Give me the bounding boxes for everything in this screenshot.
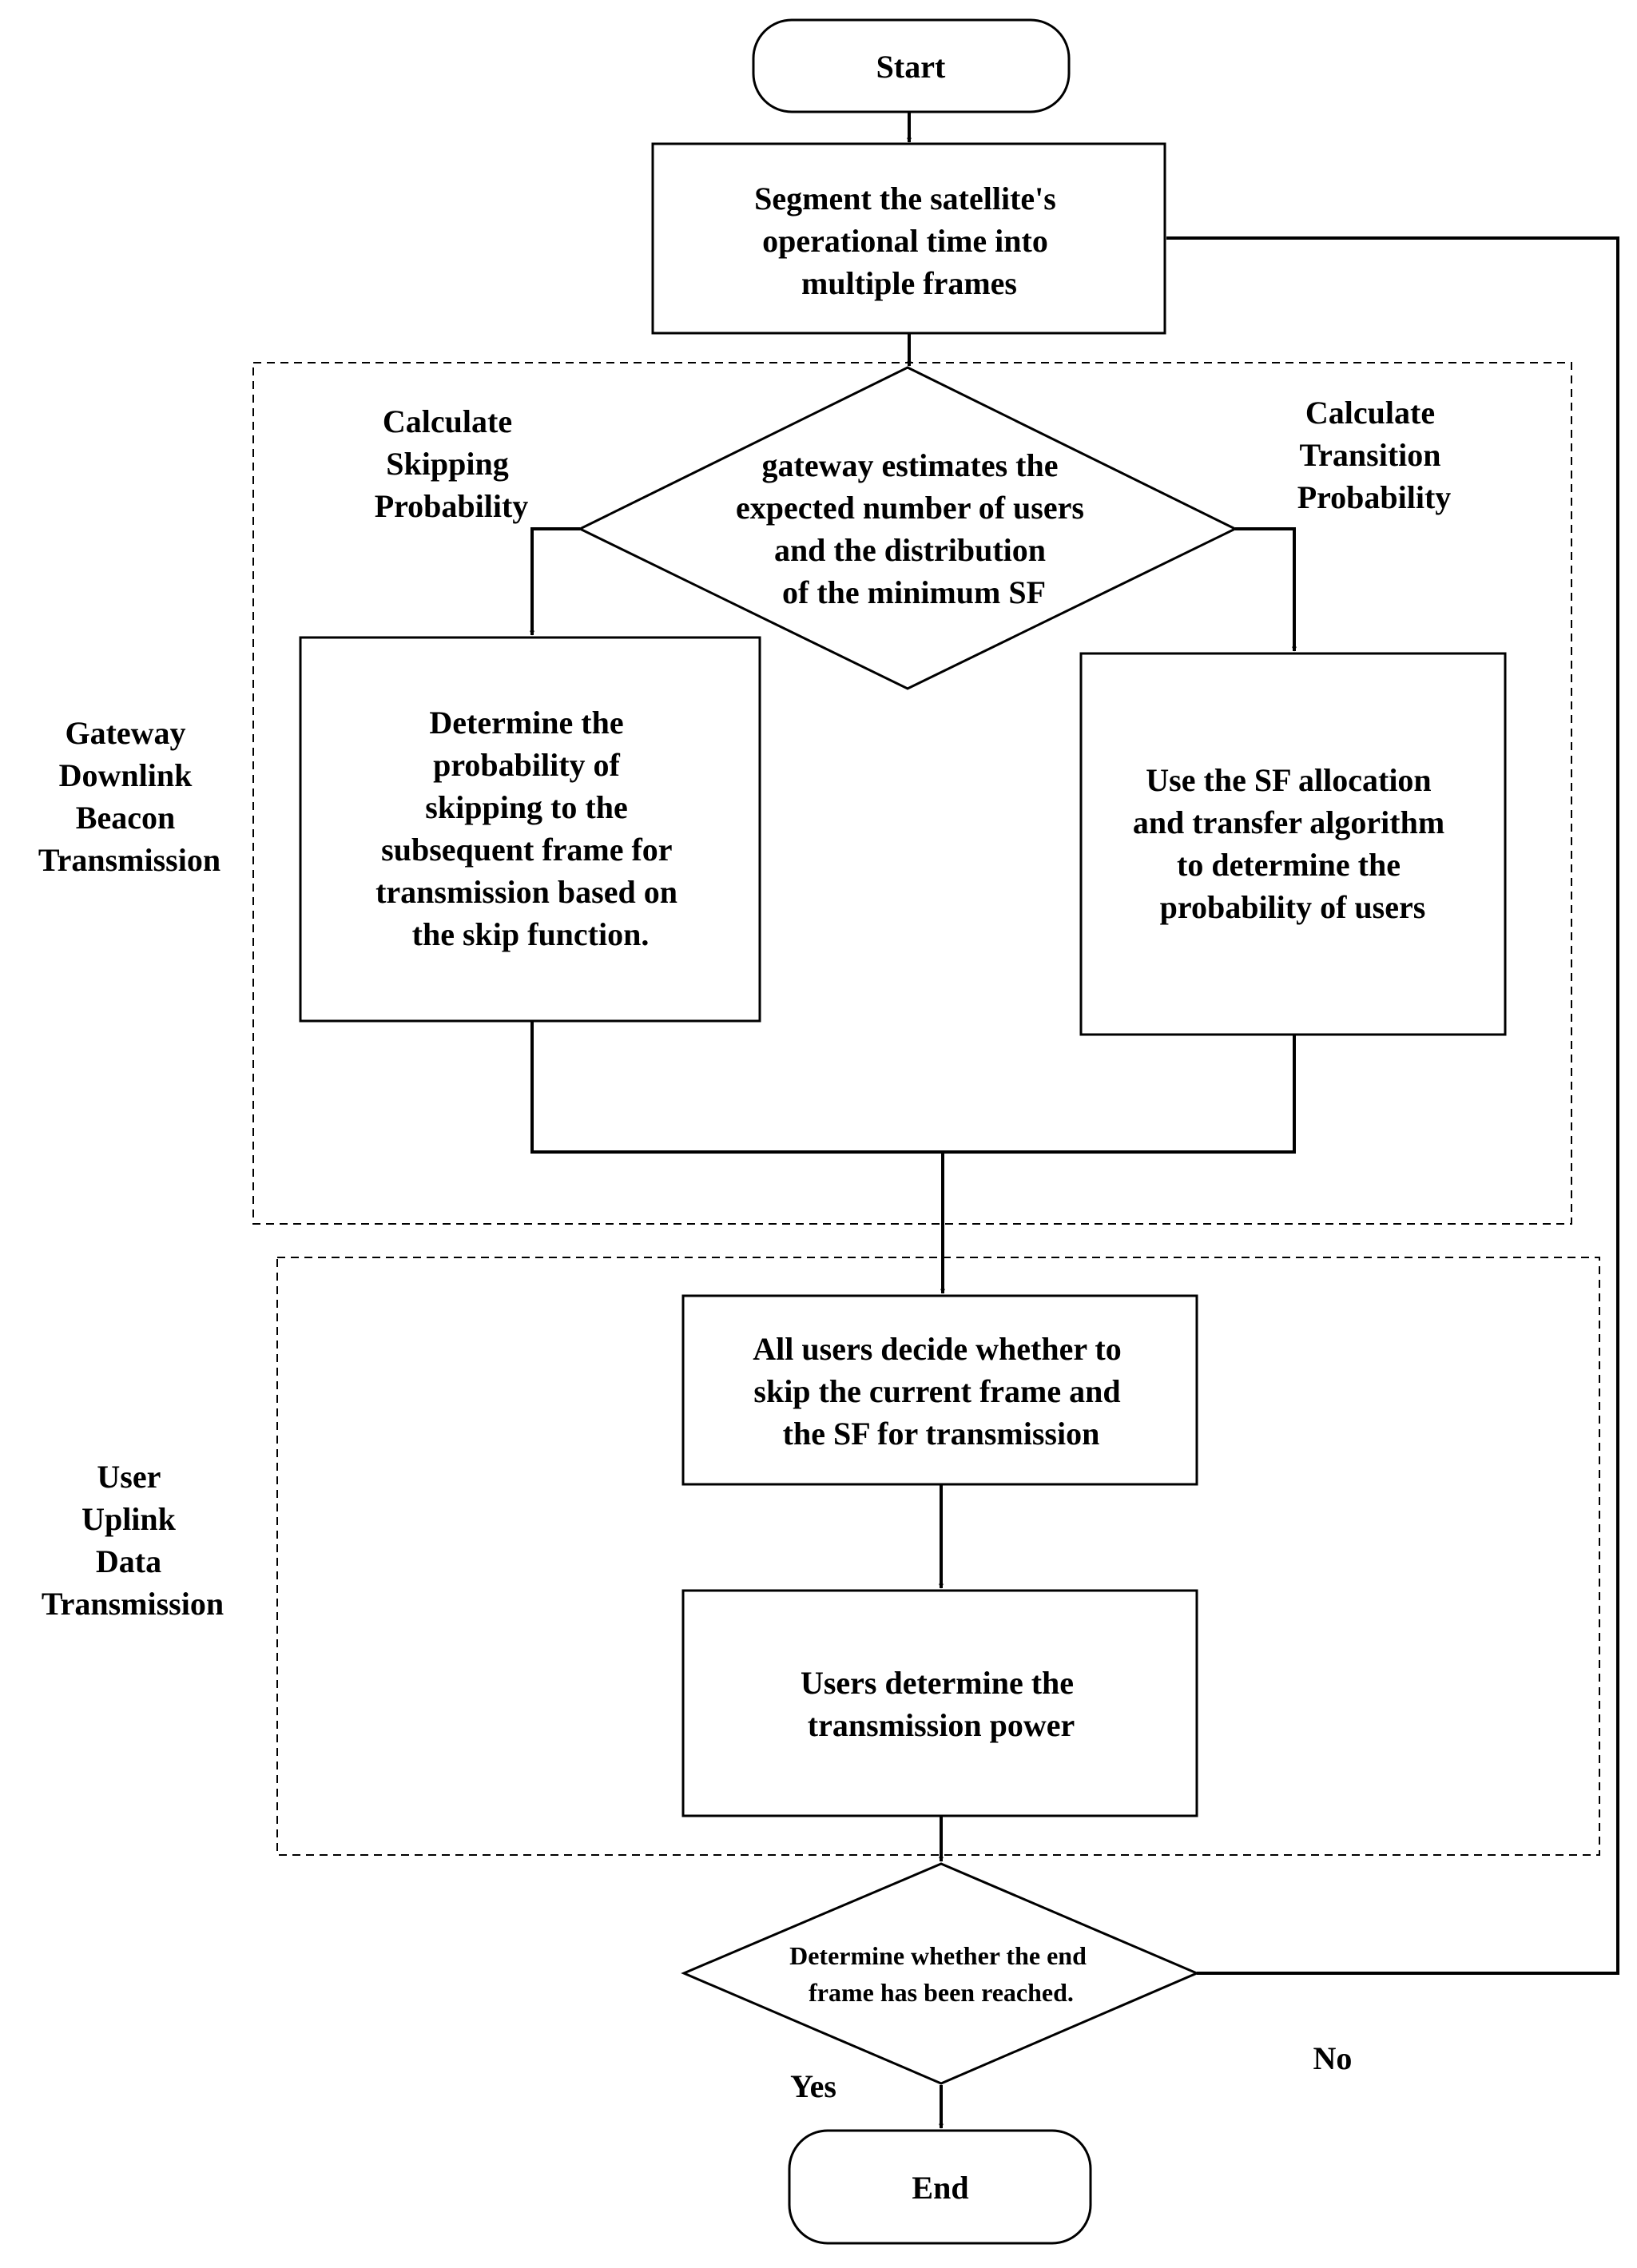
gateway-decision-line-3: and the distribution	[774, 532, 1046, 568]
gateway-estimate-decision: gateway estimates the expected number of…	[577, 366, 1238, 690]
svg-text:User Uplink Data: User Uplink Data Transmission	[42, 1459, 224, 1622]
segment-line-1: Segment the satellite's	[754, 181, 1056, 216]
arrow-decision-to-skip-box	[530, 527, 580, 636]
user-group-frame	[276, 1257, 1600, 1856]
svg-text:Gateway Downlink B: Gateway Downlink Beacon Transmission	[38, 715, 221, 878]
segment-line-3: multiple frames	[801, 265, 1017, 301]
svg-text:Calculate Transition: Calculate Transition Probability	[1297, 395, 1452, 515]
calculate-skipping-probability-label: Calculate Skipping Probability	[375, 403, 529, 524]
sf-allocation-box: Use the SF allocation and transfer algor…	[1079, 652, 1507, 1036]
svg-text:End: End	[912, 2170, 968, 2206]
calculate-transition-probability-label: Calculate Transition Probability	[1297, 395, 1452, 515]
skip-probability-box: Determine the probability of skipping to…	[299, 636, 761, 1023]
gateway-decision-line-2: expected number of users	[736, 490, 1084, 526]
svg-text:Determine whether the end: Determine whether the end frame has been…	[789, 1941, 1093, 2007]
connector-skip-box-down	[530, 1021, 943, 1154]
gateway-group-frame	[252, 362, 1572, 1225]
connector-sf-box-down	[943, 1035, 1296, 1154]
gateway-downlink-group-label: Gateway Downlink Beacon Transmission	[38, 715, 221, 878]
gateway-decision-line-4: of the minimum SF	[782, 574, 1046, 610]
loop-no-back-to-segment	[1166, 236, 1619, 1975]
transmission-power-box: Users determine the transmission power	[681, 1589, 1198, 1817]
users-decide-box: All users decide whether to skip the cur…	[681, 1294, 1198, 1486]
svg-text:All users decide whether to: All users decide whether to skip the cur…	[753, 1331, 1129, 1452]
no-label: No	[1313, 2040, 1353, 2076]
end-frame-decision: Determine whether the end frame has been…	[681, 1862, 1200, 2085]
segment-line-2: operational time into	[762, 223, 1048, 259]
gateway-decision-line-1: gateway estimates the	[762, 447, 1059, 483]
svg-text:Calculate Skipping: Calculate Skipping Probability	[375, 403, 529, 524]
user-uplink-group-label: User Uplink Data Transmission	[42, 1459, 224, 1622]
svg-text:Users determine the tran: Users determine the transmission power	[801, 1665, 1082, 1743]
svg-text:Segment the satellite's: Segment the satellite's operational time…	[754, 181, 1064, 301]
yes-label: Yes	[790, 2068, 836, 2104]
start-terminal: Start	[752, 18, 1071, 113]
svg-text:gateway estimates the ex: gateway estimates the expected number of…	[736, 447, 1092, 610]
svg-text:Use the SF allocation an: Use the SF allocation and transfer algor…	[1133, 762, 1452, 925]
arrow-decision-to-sf-box	[1235, 527, 1297, 652]
segment-frames-box: Segment the satellite's operational time…	[651, 142, 1166, 335]
svg-text:Determine the probabilit: Determine the probability of skipping to…	[375, 705, 685, 952]
end-terminal: End	[788, 2129, 1092, 2245]
svg-text:Start: Start	[876, 49, 946, 85]
